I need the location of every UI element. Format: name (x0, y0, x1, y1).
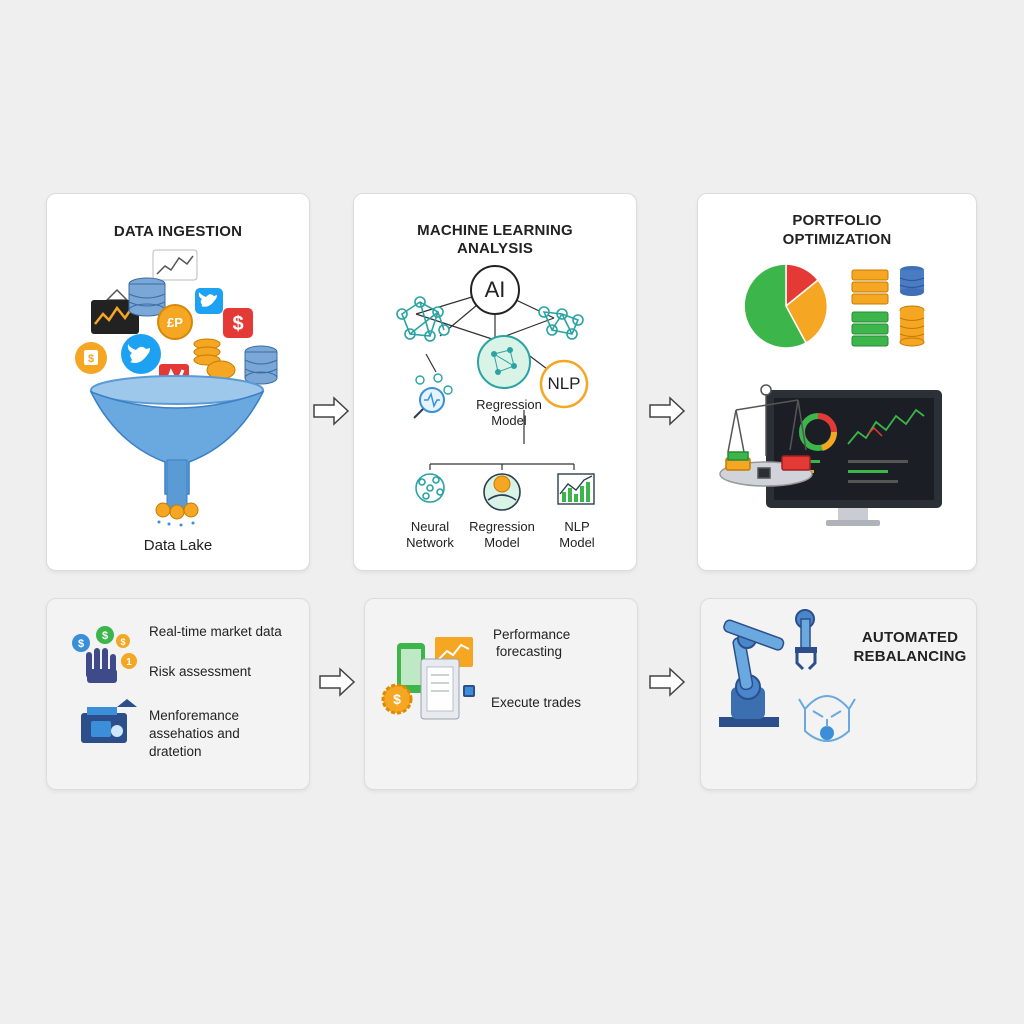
magnifier-icon (413, 387, 445, 419)
svg-text:1: 1 (126, 657, 132, 668)
svg-text:$: $ (120, 637, 125, 647)
arrow-right-icon (649, 667, 686, 697)
multi-line-label-3: dratetion (149, 744, 202, 759)
portfolio-illustration (719, 263, 942, 526)
multi-line-label-1: Menforemance (149, 708, 240, 723)
dollar-icon: $ (223, 308, 253, 338)
market-data-card: $ $ $ 1 Real-time market data Risk asses… (46, 598, 310, 790)
robot-arm-icon (719, 609, 817, 727)
twitter-circle-icon (121, 334, 161, 374)
document-icon (420, 658, 460, 720)
database-icon (899, 266, 925, 296)
pie-chart-icon (743, 263, 829, 349)
camera-device-icon (81, 699, 137, 743)
data-lake-label: Data Lake (143, 537, 213, 554)
model-label-nlp-1: NLP (564, 519, 590, 534)
stock-chart-icon (152, 249, 198, 281)
dollar-gear-icon: $ (381, 683, 413, 715)
center-model-label-2: Model (491, 413, 527, 428)
dollar-coin-icon: $ (75, 342, 107, 374)
ml-analysis-card: MACHINE LEARNING ANALYSIS (353, 193, 637, 571)
portfolio-optimization-card: PORTFOLIO OPTIMIZATION (697, 193, 977, 571)
regression-model-icon (483, 473, 521, 511)
regression-node-icon (477, 335, 531, 389)
model-label-neural-2: Network (406, 535, 454, 550)
coin-icon: £P (157, 304, 193, 340)
data-ingestion-illustration: £P $ $ (75, 249, 278, 527)
chart-sign-icon (91, 288, 139, 334)
forecasting-illustration: $ (381, 637, 475, 720)
model-label-regression-2: Model (484, 535, 520, 550)
center-model-label-1: Regression (476, 397, 542, 412)
neural-cluster-icon (538, 306, 584, 340)
automated-rebalancing-card: AUTOMATED REBALANCING (700, 598, 977, 790)
scale-icon (719, 384, 813, 487)
multi-line-label-2: assehatios and (149, 726, 240, 741)
portfolio-title-line1: PORTFOLIO (792, 212, 882, 229)
coin-stack-icon (193, 338, 236, 380)
neural-network-icon (415, 473, 445, 503)
ml-network-illustration (396, 265, 595, 511)
automated-title-line2: REBALANCING (853, 648, 967, 665)
phone-icon (397, 643, 425, 693)
neural-cluster-icon (396, 296, 450, 342)
data-ingestion-card: DATA INGESTION £P (46, 193, 310, 571)
nlp-label: NLP (547, 374, 581, 393)
execute-icon (463, 685, 475, 697)
svg-text:$: $ (88, 353, 94, 365)
database-icon (128, 277, 166, 317)
arrow-right-icon (319, 667, 356, 697)
model-label-nlp-2: Model (559, 535, 595, 550)
model-label-regression-1: Regression (469, 519, 535, 534)
ai-node-icon (470, 265, 520, 315)
performance-label-2: forecasting (496, 644, 563, 659)
arrow-right-icon (649, 396, 686, 426)
funnel-icon (89, 375, 265, 527)
portfolio-title-line2: OPTIMIZATION (782, 231, 892, 248)
performance-label-1: Performance (493, 627, 571, 642)
coin-stack-icon (899, 305, 925, 347)
stacked-coins-icon (851, 269, 889, 347)
robot-illustration (719, 609, 856, 742)
svg-text:$: $ (78, 638, 84, 650)
database-icon (244, 345, 278, 385)
twitter-icon (195, 288, 223, 314)
svg-text:$: $ (232, 313, 243, 335)
forecasting-card: $ Performance forecasting Execute trades (364, 598, 638, 790)
svg-text:£P: £P (167, 315, 183, 330)
arrow-right-icon (313, 396, 350, 426)
execute-trades-label: Execute trades (491, 695, 582, 710)
dollar-coins-icon: $ $ $ 1 (72, 626, 137, 669)
svg-text:$: $ (393, 691, 401, 707)
nlp-model-icon (557, 473, 595, 505)
nlp-node-icon (539, 359, 589, 409)
ml-title-line2: ANALYSIS (456, 240, 534, 257)
realtime-market-data-label: Real-time market data (149, 624, 282, 639)
model-label-neural-1: Neural (410, 519, 450, 534)
ai-label: AI (484, 277, 506, 302)
svg-text:$: $ (102, 630, 108, 642)
market-data-illustration: $ $ $ 1 (72, 626, 137, 743)
robot-face-icon (798, 695, 856, 742)
data-ingestion-title: DATA INGESTION (113, 223, 243, 240)
ml-title-line1: MACHINE LEARNING (417, 222, 573, 239)
neural-cluster-icon (415, 373, 453, 395)
hand-icon (86, 648, 117, 683)
automated-title-line1: AUTOMATED (861, 629, 959, 646)
risk-assessment-label: Risk assessment (149, 664, 252, 679)
